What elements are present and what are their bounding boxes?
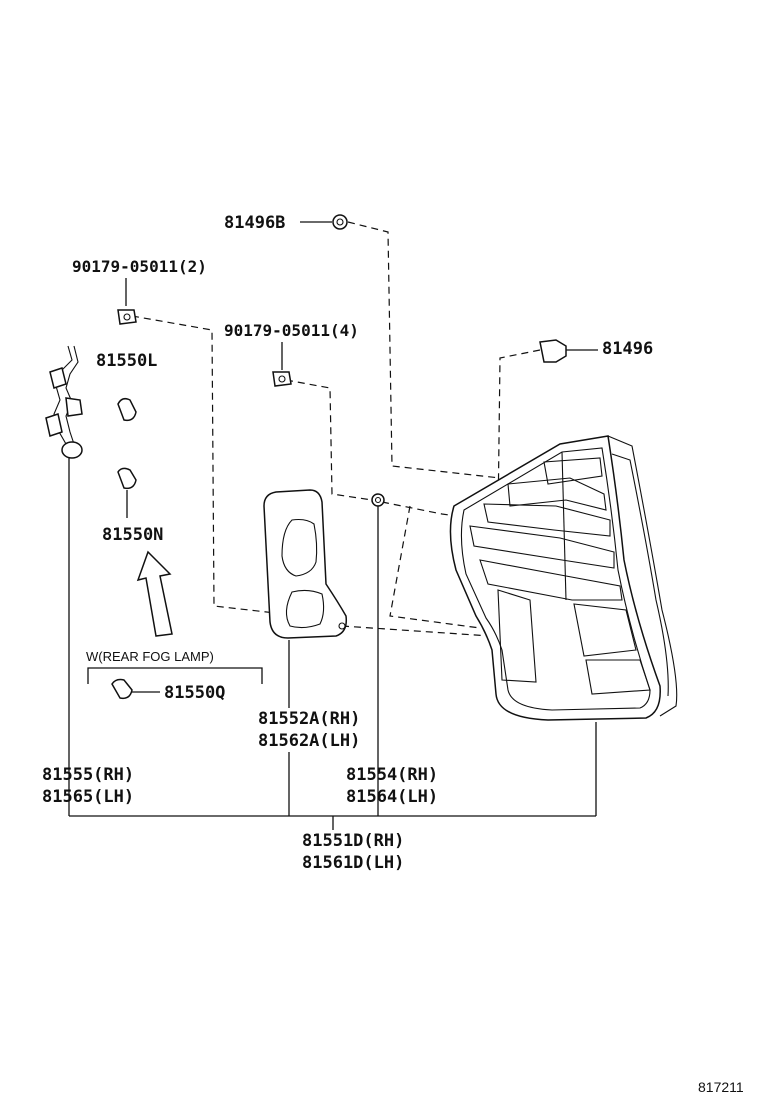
label-81496b: 81496B [224,213,285,233]
screw-mid [272,342,292,387]
part-labels: 81496B 90179-05011(2) 90179-05011(4) 814… [42,213,744,1095]
tail-lamp-assembly [449,435,678,816]
socket-wire-harness [45,345,83,816]
bulb-81550l [117,397,137,422]
label-socket-lh: 81565(LH) [42,787,134,807]
label-lens-lh: 81564(LH) [346,787,438,807]
label-screw-left: 90179-05011(2) [72,257,207,276]
label-81496: 81496 [602,339,653,359]
screw-lens [371,493,385,507]
label-81550l: 81550L [96,351,157,371]
fog-lamp-group [87,667,263,700]
label-fog-note: W(REAR FOG LAMP) [86,649,214,664]
label-gasket-lh: 81562A(LH) [258,731,360,751]
label-socket-rh: 81555(RH) [42,765,134,785]
label-screw-mid: 90179-05011(4) [224,321,359,340]
assembly-guide-lines [131,221,541,637]
clip-81496b [300,214,348,230]
screw-left [117,278,137,325]
label-gasket-rh: 81552A(RH) [258,709,360,729]
figure-reference: 817211 [698,1079,744,1095]
gasket-81552a [263,489,348,708]
label-81550n: 81550N [102,525,163,545]
clip-81496 [539,339,598,363]
label-assy-rh: 81551D(RH) [302,831,404,851]
leader-lines [69,506,596,830]
direction-arrow [136,550,173,637]
label-assy-lh: 81561D(LH) [302,853,404,873]
bulb-81550n [117,467,137,518]
label-lens-rh: 81554(RH) [346,765,438,785]
label-81550q: 81550Q [164,683,225,703]
